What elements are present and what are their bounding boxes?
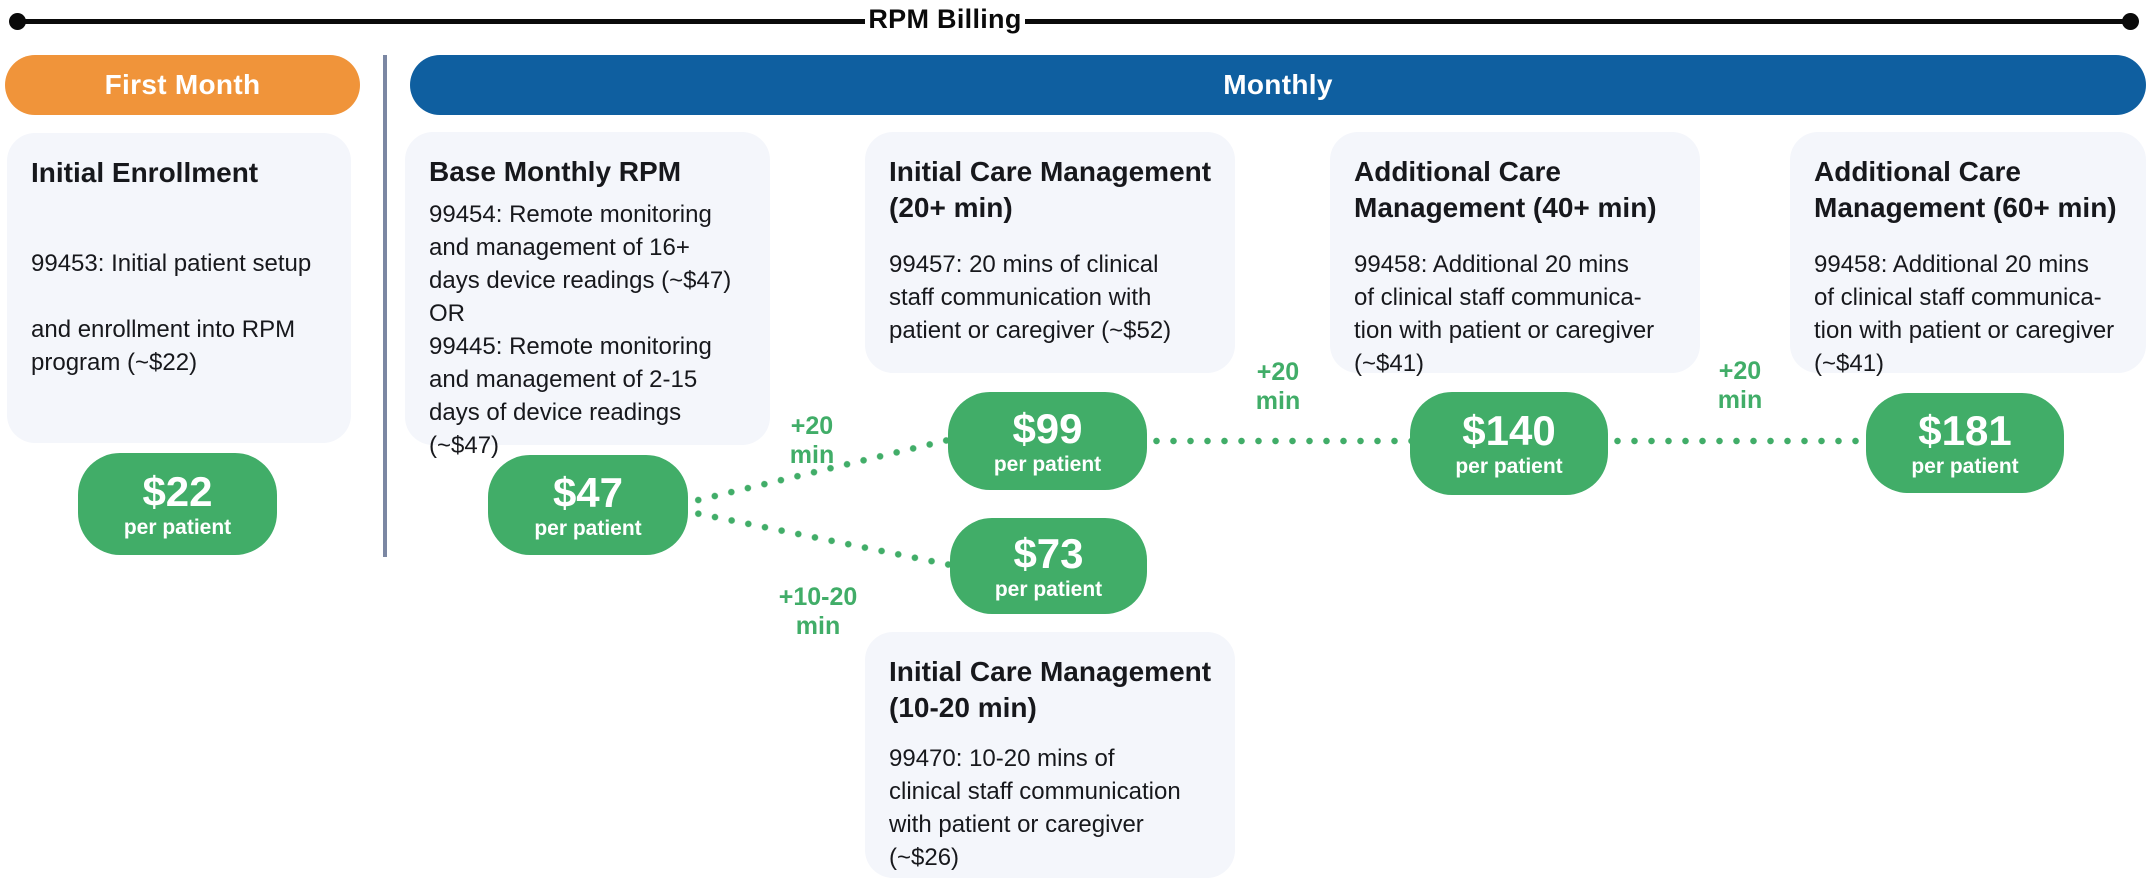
card-body-line: and enrollment into RPM <box>31 316 296 343</box>
connector-140-to-181-dotted-line <box>1609 437 1866 445</box>
card-body: 99470: 10-20 mins of clinical staff comm… <box>889 742 1211 874</box>
title-line-right-endpoint-dot <box>2122 13 2139 30</box>
badge-price: $47 <box>552 468 624 516</box>
card-body-line: with patient or caregiver <box>889 811 1144 838</box>
title-line-right <box>1025 19 2131 24</box>
card-base-monthly-rpm: Base Monthly RPM 99454: Remote monitorin… <box>405 132 770 459</box>
card-title: Initial Enrollment <box>31 155 327 191</box>
card-body: 99453: Initial patient setup and enrollm… <box>31 247 327 379</box>
card-initial-care-management-10-20: Initial Care Management (10-20 min) 9947… <box>865 632 1235 878</box>
card-body-line: and management of 2-15 <box>429 366 698 393</box>
price-badge-47: $47 per patient <box>488 455 688 555</box>
card-title-line: Initial Care Management <box>889 656 1212 687</box>
connector-label-line: +20 <box>1256 358 1300 386</box>
connector-99-to-140-dotted-line <box>1148 437 1410 445</box>
card-body-line: staff communication with <box>889 284 1152 311</box>
badge-unit: per patient <box>993 452 1102 476</box>
card-body: 99454: Remote monitoring and management … <box>429 198 746 462</box>
card-title: Base Monthly RPM <box>429 154 746 190</box>
badge-unit: per patient <box>534 516 642 540</box>
card-body-line: of clinical staff communica- <box>1354 284 1642 311</box>
badge-price: $181 <box>1918 406 2012 454</box>
card-body-line: 99458: Additional 20 mins <box>1354 251 1629 278</box>
badge-unit: per patient <box>1911 454 2019 478</box>
card-title: Additional Care Management (60+ min) <box>1814 154 2122 226</box>
connector-label-line: +10-20 <box>778 583 858 611</box>
card-body: 99457: 20 mins of clinical staff communi… <box>889 248 1211 347</box>
badge-unit: per patient <box>1455 455 1563 478</box>
first-month-header-pill: First Month <box>5 55 360 115</box>
card-title-line: Initial Care Management <box>889 156 1212 187</box>
card-body-line: patient or caregiver (~$52) <box>889 317 1172 344</box>
section-divider-line <box>383 55 387 557</box>
card-body-line: and management of 16+ <box>429 234 690 261</box>
card-body-line: 99470: 10-20 mins of <box>889 745 1115 772</box>
connector-label-plus-20-min-middle: +20 min <box>1228 358 1328 416</box>
badge-unit: per patient <box>123 515 232 539</box>
badge-price: $99 <box>1012 404 1083 452</box>
badge-price: $140 <box>1462 407 1556 454</box>
card-title: Additional Care Management (40+ min) <box>1354 154 1676 226</box>
badge-price: $22 <box>142 467 213 515</box>
price-badge-22: $22 per patient <box>78 453 277 555</box>
badge-price: $73 <box>1013 529 1084 577</box>
price-badge-181: $181 per patient <box>1866 393 2064 493</box>
card-body-line: (~$41) <box>1814 350 1885 377</box>
card-body-line: (~$47) <box>429 432 500 459</box>
card-body-line: days device readings (~$47) <box>429 267 732 294</box>
card-title: Initial Care Management (20+ min) <box>889 154 1211 226</box>
connector-label-line: min <box>1717 386 1763 414</box>
card-body-line: 99454: Remote monitoring <box>429 201 712 228</box>
card-title-line: Additional Care <box>1354 156 1561 187</box>
card-additional-care-management-40-plus: Additional Care Management (40+ min) 994… <box>1330 132 1700 377</box>
card-title-line: Initial Enrollment <box>31 157 259 188</box>
connector-label-line: +20 <box>1718 357 1762 385</box>
card-initial-enrollment: Initial Enrollment 99453: Initial patien… <box>7 133 351 443</box>
connector-47-to-73-dotted-line <box>689 508 954 570</box>
title-line-left <box>17 19 865 24</box>
card-title: Initial Care Management (10-20 min) <box>889 654 1211 726</box>
card-title-line: Additional Care <box>1814 156 2021 187</box>
card-body-line: 99445: Remote monitoring <box>429 333 712 360</box>
card-title-line: (20+ min) <box>889 192 1013 223</box>
connector-label-plus-20-min-right: +20 min <box>1690 357 1790 415</box>
card-body: 99458: Additional 20 mins of clinical st… <box>1354 248 1676 380</box>
connector-label-line: min <box>789 441 835 469</box>
price-badge-73: $73 per patient <box>950 518 1147 614</box>
card-body-line: OR <box>429 300 465 327</box>
card-body-line: tion with patient or caregiver <box>1814 317 2115 344</box>
card-body-line: (~$26) <box>889 844 960 871</box>
card-body-line: tion with patient or caregiver <box>1354 317 1655 344</box>
card-body-line: days of device readings <box>429 399 682 426</box>
card-body-line: 99457: 20 mins of clinical <box>889 251 1159 278</box>
card-body-line: 99458: Additional 20 mins <box>1814 251 2089 278</box>
connector-label-line: min <box>1255 387 1301 415</box>
first-month-header-label: First Month <box>104 69 261 100</box>
monthly-header-pill: Monthly <box>410 55 2146 115</box>
card-body-line: clinical staff communication <box>889 778 1181 805</box>
card-body-line <box>31 280 327 313</box>
connector-label-line: +20 <box>790 412 834 440</box>
badge-unit: per patient <box>994 577 1103 601</box>
card-initial-care-management-20-plus: Initial Care Management (20+ min) 99457:… <box>865 132 1235 373</box>
card-body: 99458: Additional 20 mins of clinical st… <box>1814 248 2122 380</box>
card-body-line: (~$41) <box>1354 350 1425 377</box>
connector-label-plus-20-min-upper: +20 min <box>762 412 862 470</box>
price-badge-140: $140 per patient <box>1410 392 1608 495</box>
card-body-line: of clinical staff communica- <box>1814 284 2102 311</box>
card-body-line: 99453: Initial patient setup <box>31 250 312 277</box>
card-title-line: (10-20 min) <box>889 692 1037 723</box>
monthly-header-label: Monthly <box>1223 69 1333 100</box>
connector-label-line: min <box>795 612 841 640</box>
card-title-line: Management (60+ min) <box>1814 192 2117 223</box>
card-additional-care-management-60-plus: Additional Care Management (60+ min) 994… <box>1790 132 2146 377</box>
diagram-title: RPM Billing <box>868 4 1022 34</box>
price-badge-99: $99 per patient <box>948 392 1147 490</box>
connector-label-plus-10-20-min: +10-20 min <box>758 583 878 641</box>
card-body-line: program (~$22) <box>31 349 198 376</box>
card-title-line: Management (40+ min) <box>1354 192 1657 223</box>
card-title-line: Base Monthly RPM <box>429 156 682 187</box>
